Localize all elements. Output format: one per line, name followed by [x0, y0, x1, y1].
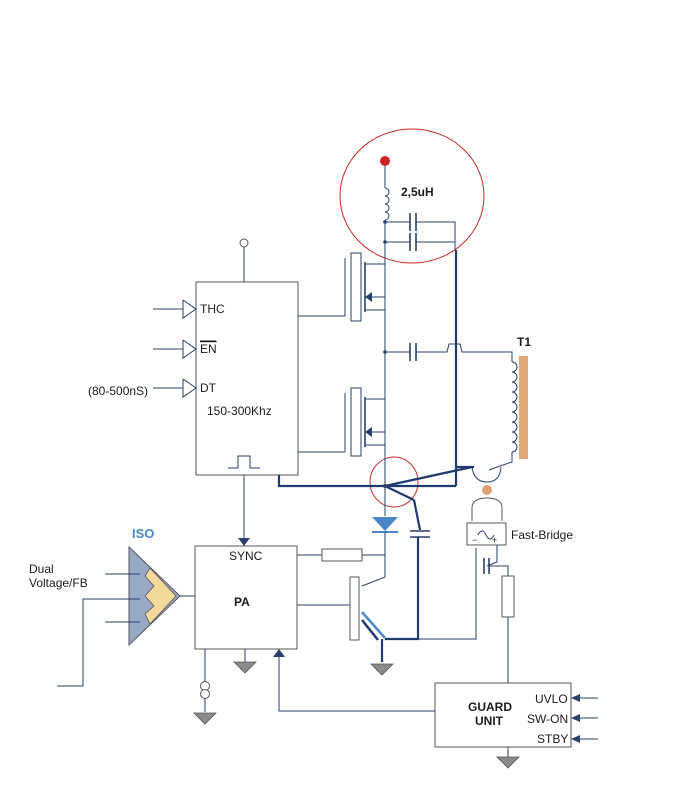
frequency-label: 150-300Khz	[207, 404, 272, 418]
transistor-output	[349, 576, 386, 641]
uvlo-label: UVLO	[535, 692, 568, 706]
current-source-icon	[200, 681, 210, 699]
ground-guard	[496, 756, 520, 769]
diode	[372, 517, 398, 533]
led-indicator	[482, 485, 492, 495]
dual-voltage-label-1: Dual	[29, 562, 54, 576]
optocoupler	[471, 497, 503, 521]
dt-range-label: (80-500nS)	[88, 384, 148, 398]
pa-block	[194, 545, 298, 650]
driver-supply-terminal	[239, 238, 249, 248]
resistor-gate	[321, 548, 363, 562]
iso-label: ISO	[132, 526, 154, 541]
highlight-circle-junction	[369, 456, 419, 508]
guard-unit-block	[434, 682, 572, 748]
capacitor-snubber	[410, 530, 430, 538]
sw-on-label: SW-ON	[527, 712, 568, 726]
svg-text:+: +	[492, 535, 497, 545]
sync-label: SYNC	[229, 549, 263, 563]
transformer-winding	[511, 361, 518, 453]
capacitor-resonant-2	[409, 233, 417, 251]
mosfet-high-side	[344, 252, 385, 322]
mosfet-low-side	[344, 387, 385, 457]
ground-transistor	[370, 663, 394, 676]
dt-label: DT	[200, 381, 217, 395]
ground-current-source	[193, 712, 217, 725]
capacitor-bridge	[483, 558, 490, 574]
resistor-sense	[501, 575, 515, 618]
pulse-symbol	[228, 455, 260, 469]
fast-bridge	[466, 522, 507, 546]
inductor-label: 2,5uH	[401, 185, 434, 199]
dual-voltage-label-2: Voltage/FB	[29, 576, 88, 590]
transformer-core	[519, 356, 528, 459]
svg-text:−: −	[472, 535, 477, 545]
en-label: EN	[200, 342, 217, 356]
guard-label-2: UNIT	[475, 714, 504, 728]
pa-label: PA	[234, 595, 250, 609]
stby-label: STBY	[537, 732, 568, 746]
isolator-barrier	[144, 567, 177, 625]
highlight-circle-resonant	[339, 128, 485, 264]
capacitor-resonant-1	[409, 213, 417, 231]
ground-pa	[233, 661, 257, 674]
inductor-coil	[384, 187, 390, 221]
capacitor-coupling	[409, 343, 417, 361]
fast-bridge-label: Fast-Bridge	[511, 528, 573, 542]
thc-label: THC	[200, 302, 225, 316]
transformer-label: T1	[517, 335, 531, 349]
guard-label-1: GUARD	[468, 700, 512, 714]
supply-terminal	[380, 156, 390, 166]
driver-block	[195, 281, 299, 476]
